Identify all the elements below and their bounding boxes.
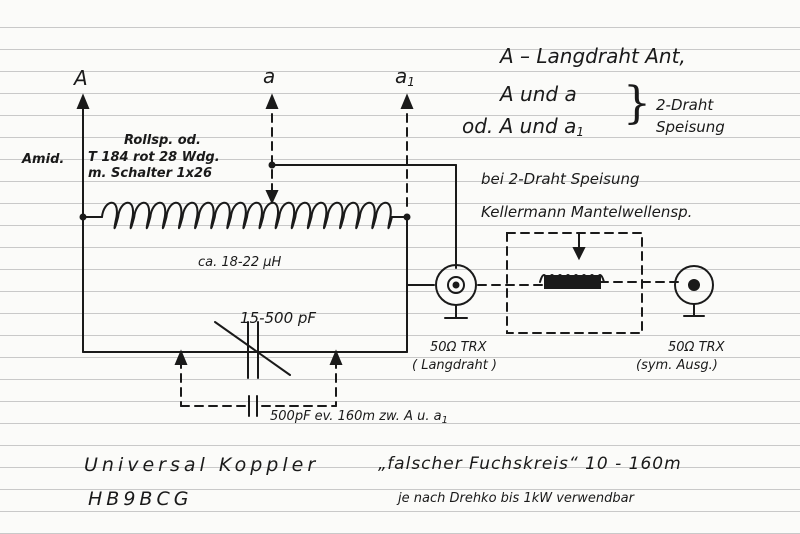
terminal-label-a1: a1 bbox=[395, 64, 415, 89]
left-connector-label-1: 50Ω TRX bbox=[430, 340, 487, 355]
amid-label: Amid. bbox=[22, 152, 65, 167]
coil-label-3: m. Schalter 1x26 bbox=[88, 166, 213, 181]
right-coax-inner bbox=[688, 279, 700, 291]
footer-note: je nach Drehko bis 1kW verwendbar bbox=[398, 491, 634, 506]
legend-line-2: A und a bbox=[500, 82, 577, 106]
legend-line-3: od. A und a1 bbox=[462, 114, 584, 139]
terminal-a1-arrow bbox=[400, 93, 414, 109]
legend-brace-text-1: 2-Draht bbox=[656, 96, 714, 114]
fixed-capacitor-label: 500pF ev. 160m zw. A u. a1 bbox=[270, 409, 448, 426]
right-connector-label-2: (sym. Ausg.) bbox=[636, 358, 718, 373]
left-coax-inner bbox=[447, 276, 465, 294]
terminal-a-small-arrow bbox=[265, 93, 279, 109]
footer-title: Universal Koppler bbox=[84, 454, 320, 476]
balun-note-2: Kellermann Mantelwellensp. bbox=[481, 203, 693, 221]
terminal-label-a: A bbox=[74, 66, 88, 90]
variable-capacitor-arrow bbox=[214, 321, 291, 376]
terminal-label-small-a: a bbox=[263, 64, 276, 88]
terminal-a-arrow bbox=[76, 93, 90, 109]
variable-capacitor-label: 15-500 pF bbox=[240, 309, 317, 327]
footer-subtitle: „falscher Fuchskreis“ 10 - 160m bbox=[378, 454, 682, 474]
legend-brace: } bbox=[623, 78, 651, 129]
legend-brace-text-2: Speisung bbox=[656, 118, 725, 136]
left-connector-label-2: ( Langdraht ) bbox=[412, 358, 498, 373]
tap-arrow bbox=[265, 190, 279, 205]
legend-line-1: A – Langdraht Ant, bbox=[500, 44, 686, 68]
coil-inductor bbox=[101, 201, 393, 230]
balun-note-1: bei 2-Draht Speisung bbox=[481, 170, 640, 188]
coil-label-1: Rollsp. od. bbox=[124, 133, 201, 148]
inductance-label: ca. 18-22 μH bbox=[198, 255, 282, 270]
coil-label-2: T 184 rot 28 Wdg. bbox=[88, 150, 220, 165]
footer-author: HB9BCG bbox=[88, 488, 193, 510]
right-connector-label-1: 50Ω TRX bbox=[668, 340, 725, 355]
